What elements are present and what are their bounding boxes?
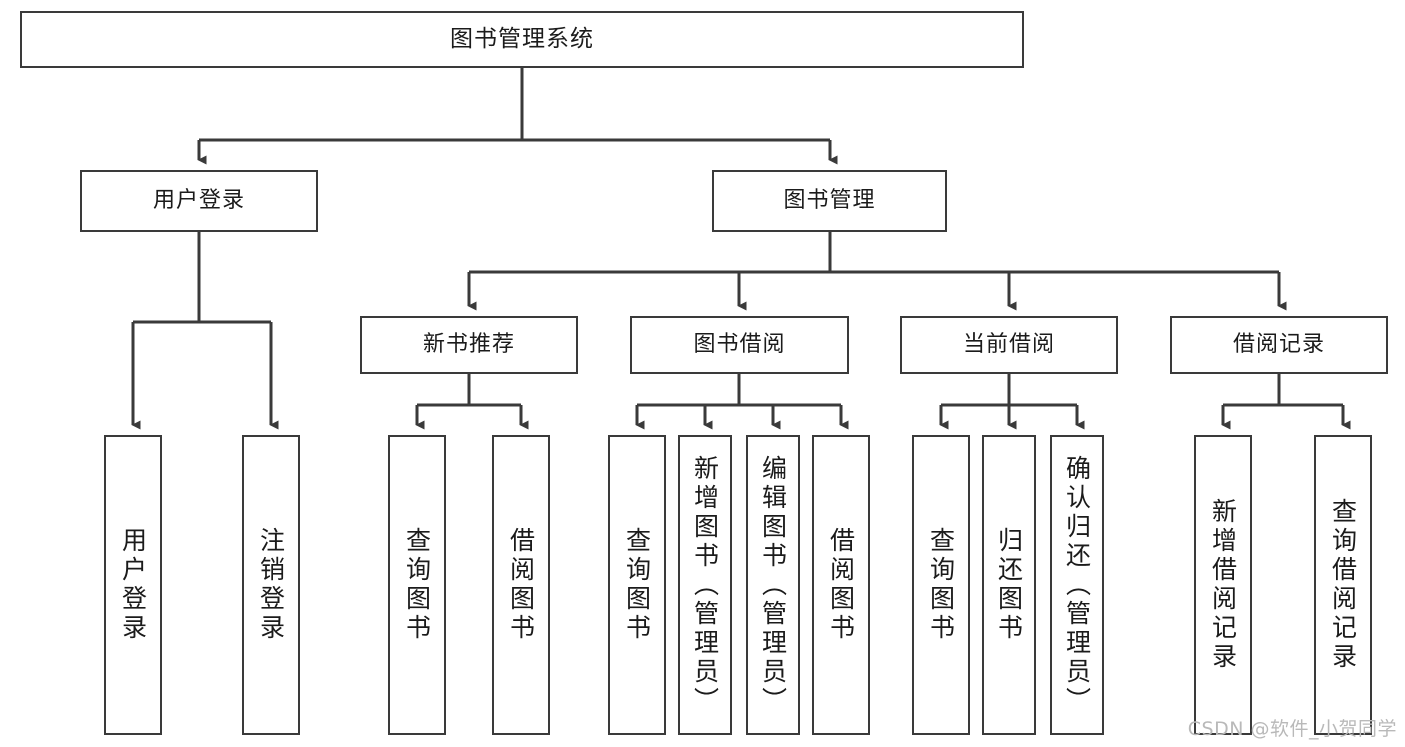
leaf-new-book-query[interactable]: 查询图书 [388, 435, 446, 735]
node-label: 确认归还（管理员） [1062, 454, 1092, 716]
leaf-user-login-login[interactable]: 用户登录 [104, 435, 162, 735]
node-label: 当前借阅 [962, 331, 1055, 357]
node-book-borrow[interactable]: 图书借阅 [630, 316, 849, 374]
node-borrow-record[interactable]: 借阅记录 [1170, 316, 1388, 374]
node-current-borrow[interactable]: 当前借阅 [900, 316, 1118, 374]
node-label: 查询图书 [622, 527, 652, 643]
node-label: 新书推荐 [422, 331, 515, 357]
leaf-book-borrow-add[interactable]: 新增图书（管理员） [678, 435, 732, 735]
node-label: 查询图书 [402, 527, 432, 643]
node-label: 图书借阅 [693, 331, 786, 357]
node-label: 查询图书 [926, 527, 956, 643]
node-label: 编辑图书（管理员） [758, 454, 788, 716]
leaf-book-borrow-borrow[interactable]: 借阅图书 [812, 435, 870, 735]
node-label: 借阅图书 [826, 527, 856, 643]
node-label: 查询借阅记录 [1328, 498, 1358, 672]
leaf-book-borrow-edit[interactable]: 编辑图书（管理员） [746, 435, 800, 735]
leaf-borrow-record-add[interactable]: 新增借阅记录 [1194, 435, 1252, 735]
node-label: 用户登录 [152, 187, 245, 213]
leaf-borrow-record-query[interactable]: 查询借阅记录 [1314, 435, 1372, 735]
leaf-current-borrow-return[interactable]: 归还图书 [982, 435, 1036, 735]
leaf-book-borrow-query[interactable]: 查询图书 [608, 435, 666, 735]
node-label: 借阅图书 [506, 527, 536, 643]
node-user-login[interactable]: 用户登录 [80, 170, 318, 232]
node-label: 注销登录 [256, 527, 286, 643]
node-label: 图书管理系统 [450, 25, 594, 52]
leaf-current-borrow-query[interactable]: 查询图书 [912, 435, 970, 735]
node-label: 新增借阅记录 [1208, 498, 1238, 672]
node-label: 借阅记录 [1232, 331, 1325, 357]
node-label: 图书管理 [783, 187, 876, 213]
leaf-new-book-borrow[interactable]: 借阅图书 [492, 435, 550, 735]
node-label: 归还图书 [994, 527, 1024, 643]
leaf-current-borrow-confirm-return[interactable]: 确认归还（管理员） [1050, 435, 1104, 735]
node-book-management[interactable]: 图书管理 [712, 170, 947, 232]
node-book-management-system[interactable]: 图书管理系统 [20, 11, 1024, 68]
leaf-user-login-logout[interactable]: 注销登录 [242, 435, 300, 735]
node-new-book-recommend[interactable]: 新书推荐 [360, 316, 578, 374]
node-label: 用户登录 [118, 527, 148, 643]
node-label: 新增图书（管理员） [690, 454, 720, 716]
